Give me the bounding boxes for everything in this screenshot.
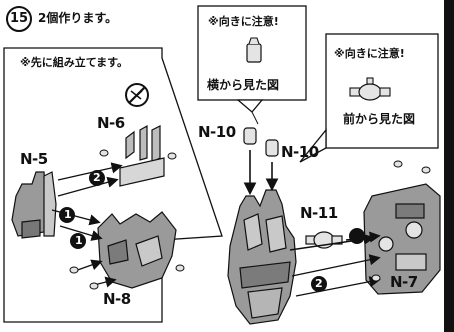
label-n5: N-5	[20, 150, 48, 168]
n6-part	[119, 124, 165, 187]
front-view-caption: 前から見た図	[343, 112, 416, 126]
polycap-front-view-icon	[349, 77, 391, 101]
label-n10-left: N-10	[198, 123, 236, 141]
main-assembly-part	[227, 189, 297, 325]
n5-part	[11, 171, 57, 239]
side-view-caption: 横から見た図	[207, 78, 280, 92]
front-view-note: ※向きに注意!	[334, 47, 405, 60]
label-n11: N-11	[300, 204, 338, 222]
page-edge-bar	[444, 0, 454, 332]
no-cutting-tool-icon	[125, 83, 149, 107]
small-polycap-markers	[69, 149, 185, 290]
order-marker-2-right: 2	[315, 277, 323, 290]
label-n10-right: N-10	[281, 143, 319, 161]
n11-part	[305, 231, 343, 249]
n10-caps	[243, 127, 279, 157]
label-n7: N-7	[390, 273, 418, 291]
n8-part	[97, 211, 177, 289]
n7-part	[363, 183, 441, 295]
order-marker-1-b: 1	[75, 234, 83, 247]
order-marker-1-a: 1	[64, 208, 72, 221]
label-n8: N-8	[103, 290, 131, 308]
subassembly-note: ※先に組み立てます。	[20, 56, 129, 69]
order-marker-2-left: 2	[93, 171, 101, 184]
polycap-side-view-icon	[246, 37, 262, 63]
step-title: 2個作ります。	[38, 11, 118, 25]
step-number: 15	[6, 6, 32, 32]
order-marker-discs	[59, 170, 365, 292]
label-n6: N-6	[97, 114, 125, 132]
side-view-note: ※向きに注意!	[208, 15, 279, 28]
